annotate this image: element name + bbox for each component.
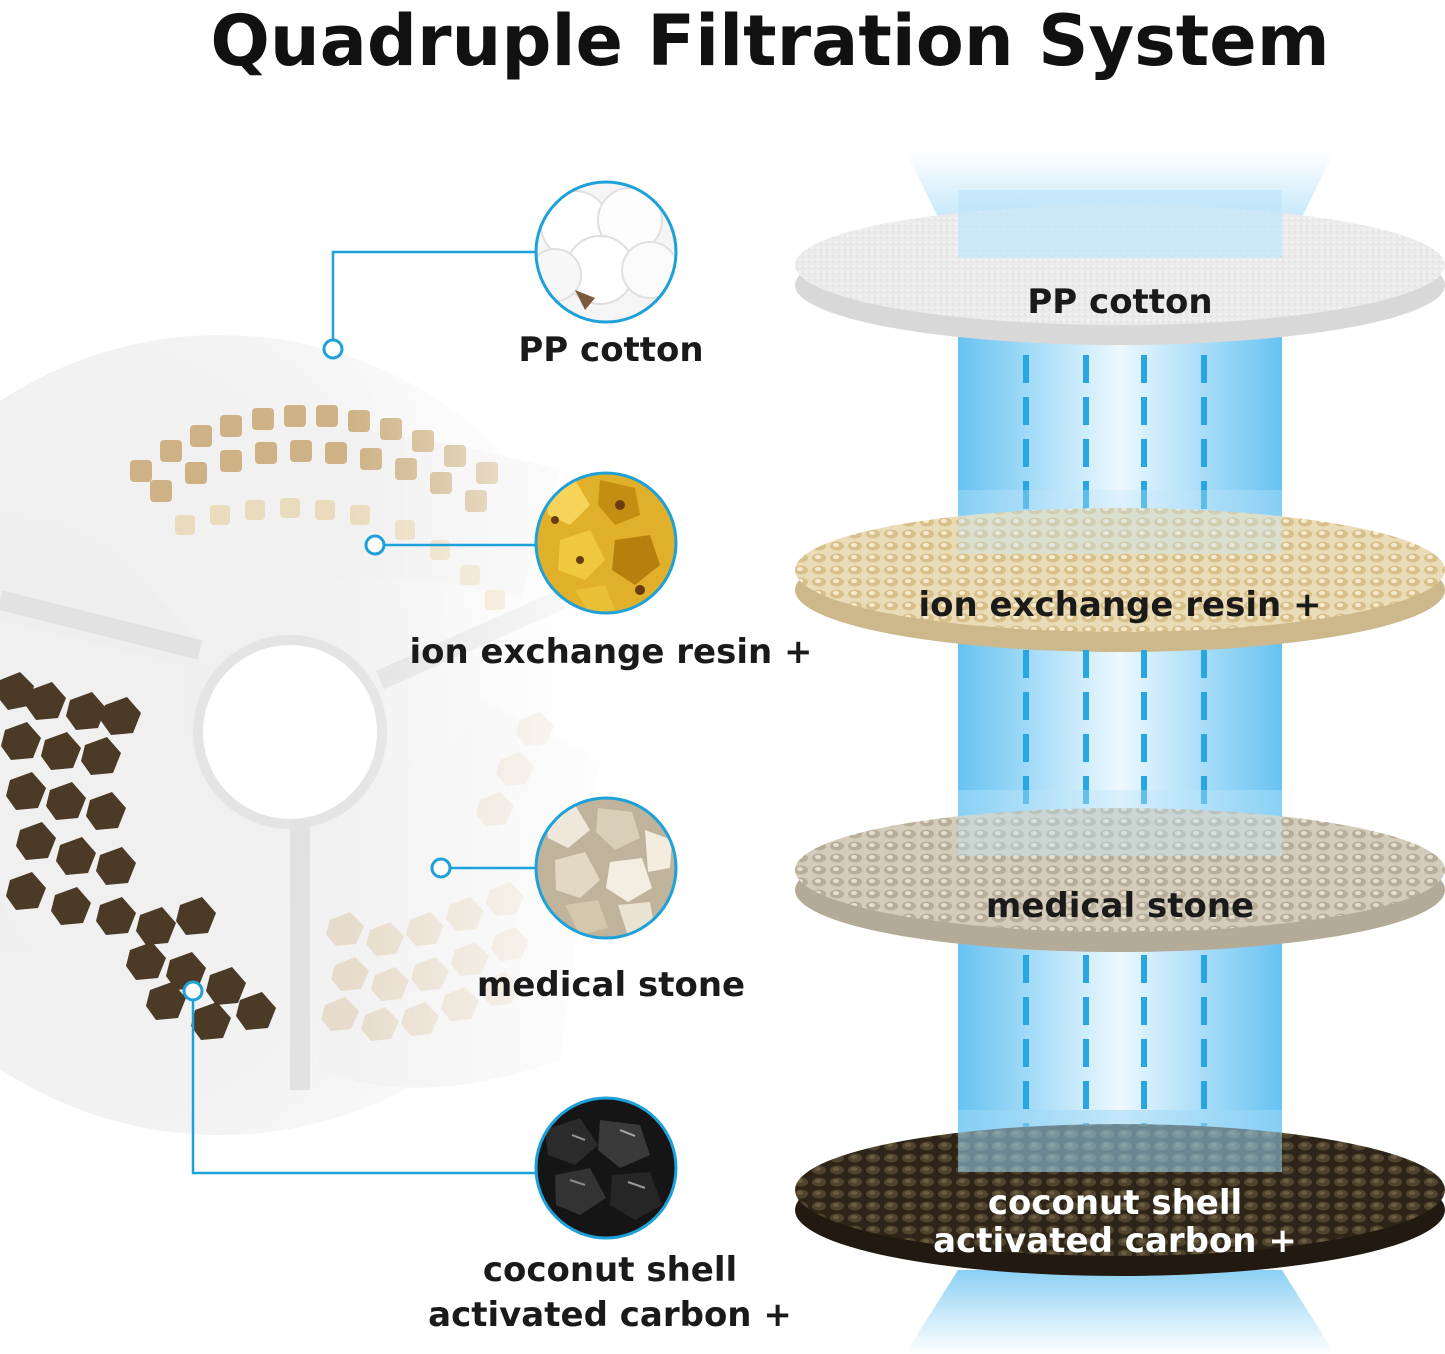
disc-pp-cotton xyxy=(795,190,1445,345)
label-ion-exchange-resin: ion exchange resin + xyxy=(409,632,813,672)
dot-pp-cotton xyxy=(322,338,344,360)
water-flow xyxy=(905,150,1335,1354)
carbon-closeup xyxy=(534,1096,678,1240)
label-coconut-shell: coconut shell xyxy=(482,1250,738,1290)
connector-lines xyxy=(191,250,536,1175)
water-column xyxy=(958,320,1282,1200)
disc-label-pp-cotton: PP cotton xyxy=(1027,282,1213,322)
resin-closeup xyxy=(534,471,678,615)
filter-cartridge xyxy=(0,300,640,1160)
disc-coconut-carbon xyxy=(795,1110,1445,1276)
dot-carbon xyxy=(182,980,204,1002)
label-activated-carbon: activated carbon + xyxy=(428,1295,792,1335)
connector-dots xyxy=(182,338,452,1002)
dot-resin xyxy=(364,534,386,556)
water-outflow xyxy=(905,1270,1335,1354)
label-medical-stone: medical stone xyxy=(476,965,746,1005)
connector-pp-cotton xyxy=(331,250,536,349)
page-title: Quadruple Filtration System xyxy=(210,0,1330,82)
disc-medical-stone xyxy=(795,790,1445,952)
disc-label-activated-carbon: activated carbon + xyxy=(933,1221,1297,1261)
cotton-closeup xyxy=(534,180,678,324)
disc-label-ion-exchange-resin: ion exchange resin + xyxy=(918,585,1322,625)
disc-label-coconut-shell: coconut shell xyxy=(987,1183,1243,1223)
label-pp-cotton: PP cotton xyxy=(518,330,704,370)
flow-dashes-3 xyxy=(1023,955,1207,1150)
disc-ion-exchange-resin xyxy=(795,490,1445,652)
disc-label-medical-stone: medical stone xyxy=(985,886,1255,926)
connector-carbon xyxy=(191,991,536,1175)
stone-closeup xyxy=(534,796,678,940)
flow-dashes-1 xyxy=(1023,355,1207,550)
dot-stone xyxy=(430,857,452,879)
